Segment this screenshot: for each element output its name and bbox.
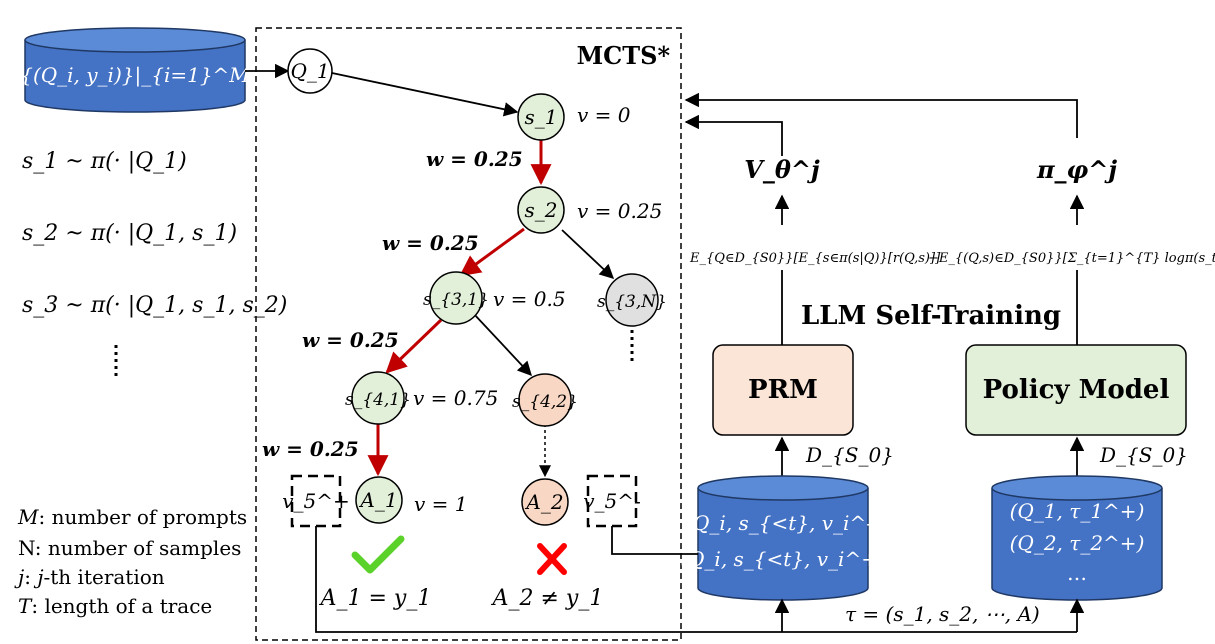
prm-objective: E_{Q∈D_{S0}}[E_{s∈π(s|Q)}[r(Q,s)]] bbox=[689, 251, 941, 266]
node-s31: s_{3,1} bbox=[423, 271, 489, 325]
trace-label: τ = (s_1, s_2, ⋯, A) bbox=[845, 602, 1040, 626]
policy-data-cylinder: (Q_1, τ_1^+) (Q_2, τ_2^+) … bbox=[991, 475, 1163, 601]
node-s3n: s_{3,N} bbox=[597, 273, 667, 327]
sampling-s2: s_2 ~ π(· |Q_1, s_1) bbox=[22, 221, 237, 246]
node-s41: s_{4,1} bbox=[345, 371, 411, 425]
node-q1: Q_1 bbox=[287, 48, 333, 94]
node-a1: A_1 bbox=[355, 476, 403, 524]
prm-box: PRM bbox=[712, 344, 854, 436]
value-a1: v = 1 bbox=[414, 492, 468, 516]
svg-text:(Q_2, τ_2^+): (Q_2, τ_2^+) bbox=[1010, 531, 1145, 555]
svg-text:s_{4,2}: s_{4,2} bbox=[512, 392, 578, 412]
node-s2: s_2 bbox=[517, 186, 565, 234]
dataset-label: {(Q_i, y_i)}|_{i=1}^M bbox=[20, 63, 250, 88]
value-s31: v = 0.5 bbox=[493, 287, 566, 311]
svg-text:s_{3,N}: s_{3,N} bbox=[597, 292, 667, 312]
weight-4: w = 0.25 bbox=[262, 437, 359, 461]
svg-text:(Q_i, s_{<t}, v_i^-): (Q_i, s_{<t}, v_i^-) bbox=[685, 511, 881, 535]
value-s2: v = 0.25 bbox=[577, 199, 662, 223]
svg-text:…: … bbox=[1067, 561, 1087, 585]
svg-text:s_2: s_2 bbox=[525, 198, 558, 222]
policy-objective: −E_{(Q,s)∈D_{S0}}[Σ_{t=1}^{T} logπ(s_t|s… bbox=[928, 251, 1215, 266]
cross-icon bbox=[537, 543, 567, 575]
value-s41: v = 0.75 bbox=[413, 386, 498, 410]
svg-text:Policy Model: Policy Model bbox=[983, 375, 1170, 405]
svg-text:s_{3,1}: s_{3,1} bbox=[423, 290, 489, 310]
node-a2: A_2 bbox=[521, 478, 569, 526]
v-theta: V_θ^j bbox=[744, 155, 820, 184]
svg-text:A_2: A_2 bbox=[524, 490, 563, 514]
sampling-s1: s_1 ~ π(· |Q_1) bbox=[22, 149, 187, 174]
pi-phi: π_φ^j bbox=[1036, 155, 1117, 184]
node-s1: s_1 bbox=[517, 93, 565, 141]
d-s0-left: D_{S_0} bbox=[805, 443, 894, 467]
svg-text:M: number of prompts: M: number of prompts bbox=[17, 505, 247, 529]
node-s42: s_{4,2} bbox=[512, 373, 578, 427]
check-icon bbox=[351, 535, 405, 574]
sampling-s3: s_3 ~ π(· |Q_1, s_1, s_2) bbox=[22, 293, 287, 318]
svg-text:PRM: PRM bbox=[748, 375, 818, 405]
svg-text:j: j-th iteration: j: j-th iteration bbox=[14, 565, 165, 589]
svg-text:v_5^+: v_5^+ bbox=[282, 489, 350, 513]
result-a2: A_2 ≠ y_1 bbox=[491, 586, 604, 611]
svg-text:T: length of a trace: T: length of a trace bbox=[18, 594, 212, 618]
svg-text:A_1: A_1 bbox=[358, 488, 397, 512]
result-a1: A_1 = y_1 bbox=[319, 586, 432, 611]
svg-text:(Q_1, τ_1^+): (Q_1, τ_1^+) bbox=[1010, 499, 1145, 523]
policy-model-box: Policy Model bbox=[965, 344, 1187, 436]
weight-3: w = 0.25 bbox=[302, 328, 399, 352]
prm-data-cylinder: (Q_i, s_{<t}, v_i^-) (Q_i, s_{<t}, v_i^+… bbox=[680, 475, 886, 601]
legend: M: number of prompts N: number of sample… bbox=[14, 505, 247, 618]
svg-text:N: number of samples: N: number of samples bbox=[18, 536, 241, 560]
value-s1: v = 0 bbox=[577, 103, 631, 127]
svg-text:(Q_i, s_{<t}, v_i^+): (Q_i, s_{<t}, v_i^+) bbox=[680, 547, 886, 571]
self-training-title: LLM Self-Training bbox=[801, 301, 1061, 331]
d-s0-right: D_{S_0} bbox=[1099, 443, 1188, 467]
v5-minus-box: v_5^- bbox=[583, 474, 641, 528]
svg-text:v_5^-: v_5^- bbox=[583, 489, 641, 513]
weight-1: w = 0.25 bbox=[426, 147, 523, 171]
v5-plus-box: v_5^+ bbox=[282, 474, 350, 528]
mcts-title: MCTS* bbox=[577, 41, 671, 70]
mcts-box bbox=[255, 27, 682, 641]
weight-2: w = 0.25 bbox=[382, 231, 479, 255]
dataset-cylinder: {(Q_i, y_i)}|_{i=1}^M bbox=[20, 27, 250, 113]
svg-text:s_{4,1}: s_{4,1} bbox=[345, 390, 411, 410]
svg-text:Q_1: Q_1 bbox=[290, 59, 329, 83]
svg-text:s_1: s_1 bbox=[525, 105, 558, 129]
